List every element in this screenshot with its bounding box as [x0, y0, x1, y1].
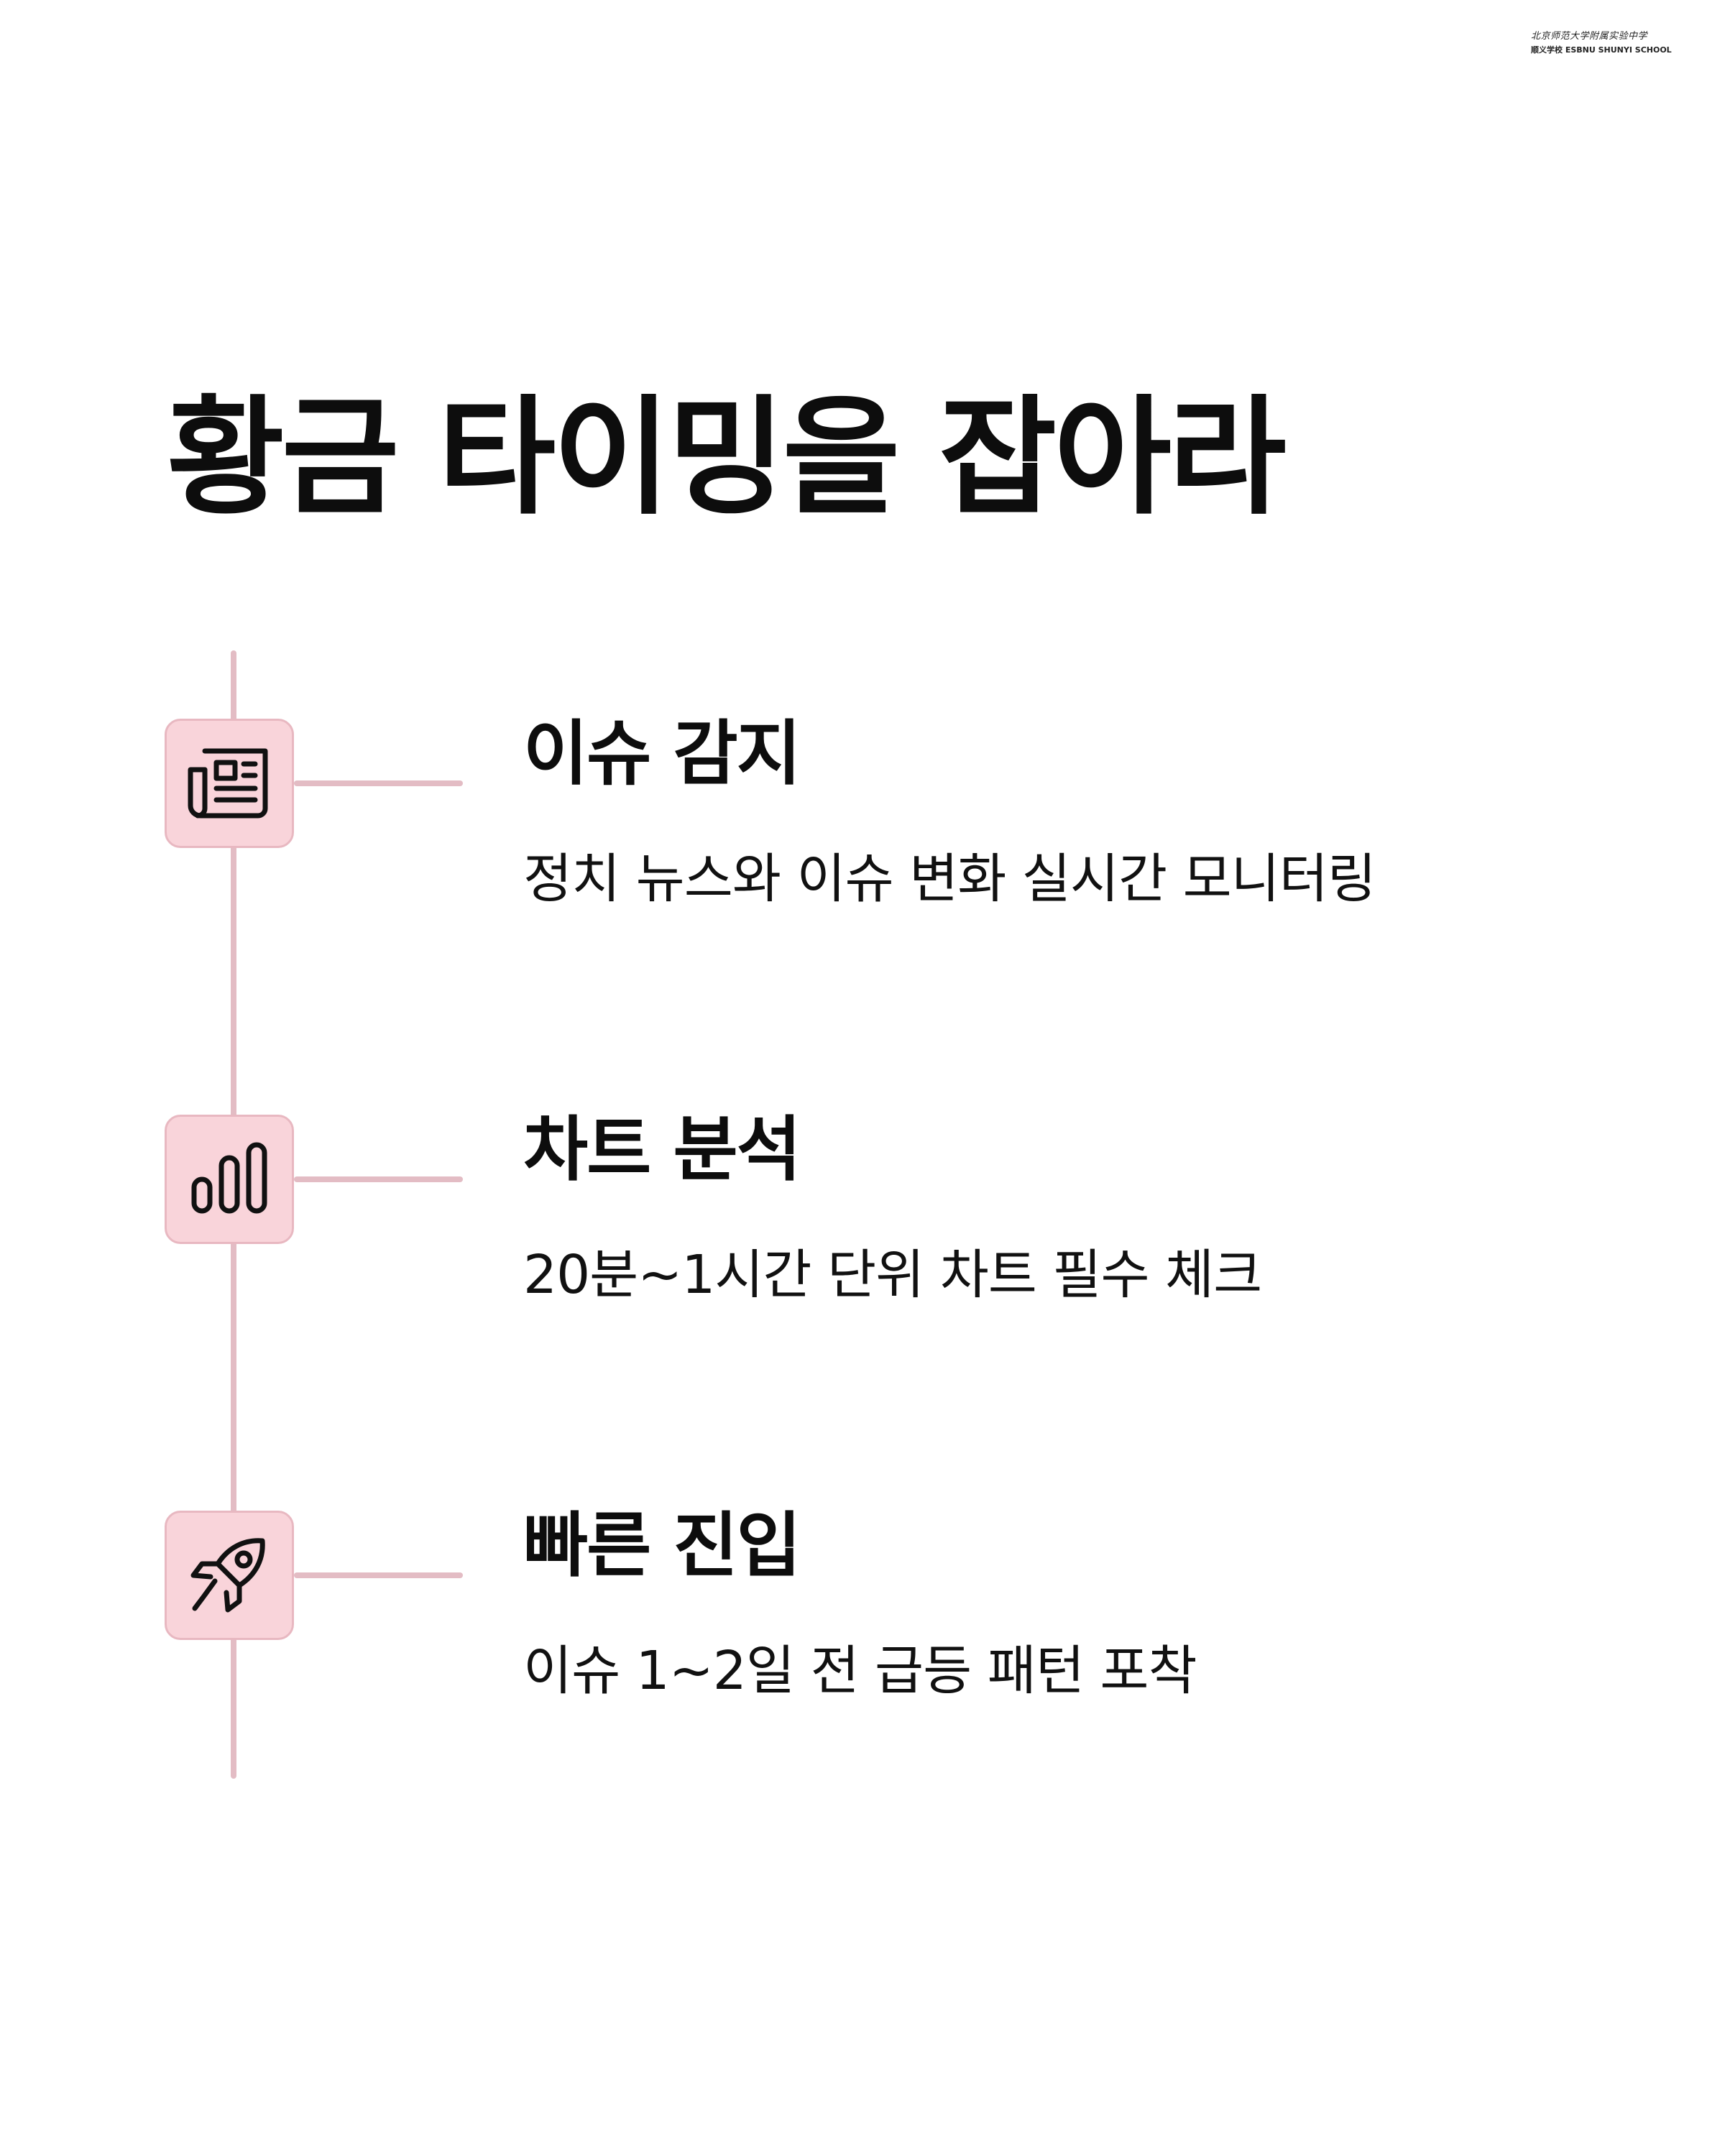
step-connector [294, 780, 463, 786]
step-icon-box [165, 719, 294, 848]
step-description: 정치 뉴스와 이슈 변화 실시간 모니터링 [523, 848, 1376, 910]
step-connector [294, 1176, 463, 1182]
step-connector [294, 1572, 463, 1578]
step-title: 빠른 진입 [523, 1505, 801, 1587]
step-description: 20분~1시간 단위 차트 필수 체크 [523, 1244, 1262, 1306]
logo-line-2: 顺义学校 ESBNU SHUNYI SCHOOL [1531, 45, 1672, 55]
timeline-step-chart-analysis: 차트 분석 20분~1시간 단위 차트 필수 체크 [0, 1086, 1725, 1302]
step-title: 이슈 감지 [523, 713, 801, 795]
newspaper-icon [185, 742, 274, 824]
step-title: 차트 분석 [523, 1109, 801, 1191]
page-title: 황금 타이밍을 잡아라 [167, 383, 1287, 532]
logo-line-1: 北京师范大学附属实验中学 [1531, 31, 1648, 42]
rocket-icon [186, 1531, 272, 1620]
school-logo: 北京师范大学附属实验中学 顺义学校 ESBNU SHUNYI SCHOOL [1531, 24, 1696, 59]
timeline-step-issue-detection: 이슈 감지 정치 뉴스와 이슈 변화 실시간 모니터링 [0, 690, 1725, 906]
bar-chart-icon [190, 1142, 269, 1217]
step-icon-box [165, 1115, 294, 1244]
step-icon-box [165, 1511, 294, 1640]
timeline-step-quick-entry: 빠른 진입 이슈 1~2일 전 급등 패턴 포착 [0, 1482, 1725, 1697]
step-description: 이슈 1~2일 전 급등 패턴 포착 [523, 1640, 1197, 1702]
